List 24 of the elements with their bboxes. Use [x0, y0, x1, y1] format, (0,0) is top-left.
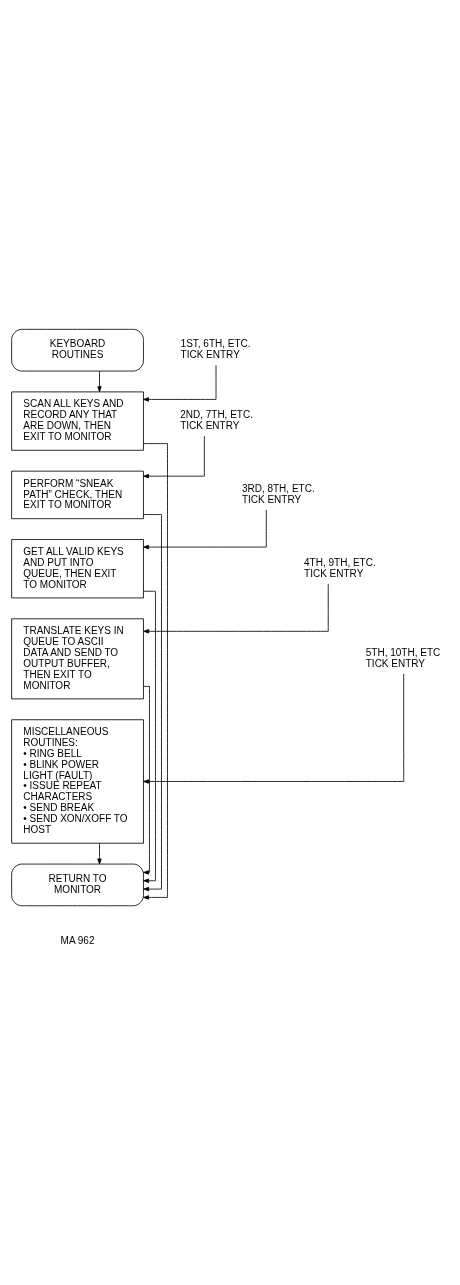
arrow — [97, 370, 102, 392]
arrow — [143, 364, 217, 402]
node-text: 5TH, 10TH, ETC TICK ENTRY — [365, 646, 441, 669]
node-text: 3RD, 8TH, ETC. TICK ENTRY — [241, 482, 315, 505]
node-box: SCAN ALL KEYS AND RECORD ANY THAT ARE DOWN, THEN EXIT TO MONITOR — [11, 391, 144, 451]
arrow — [143, 672, 405, 784]
node-box: KEYBOARD ROUTINES — [11, 328, 144, 371]
arrow — [143, 685, 150, 875]
arrow — [143, 583, 329, 633]
node-text: 2ND, 7TH, ETC. TICK ENTRY — [180, 408, 253, 431]
node-text: 1ST, 6TH, ETC. TICK ENTRY — [180, 337, 251, 360]
arrow — [143, 590, 156, 883]
arrow — [143, 513, 162, 891]
arrow — [143, 509, 267, 549]
node-box: PERFORM “SNEAK PATH” CHECK, THEN EXIT TO MONITOR — [11, 470, 144, 519]
node-box: TRANSLATE KEYS IN QUEUE TO ASCII DATA AND SEND TO OUTPUT BUFFER, THEN EXIT TO MONITOR — [11, 617, 144, 699]
node-box: RETURN TO MONITOR — [11, 863, 144, 906]
arrow — [143, 435, 205, 478]
node-box: MISCELLANEOUS ROUTINES: • RING BELL • BLINK POWER LIGHT (FAULT) • ISSUE REPEAT CHARACTERS • SEND BREAK • SEND XON/XOFF TO HOST — [11, 718, 144, 844]
arrow — [97, 842, 102, 864]
node-box: GET ALL VALID KEYS AND PUT INTO QUEUE, THEN EXIT TO MONITOR — [11, 538, 144, 598]
arrow — [143, 442, 168, 900]
label: MA 962 — [60, 934, 95, 946]
node-text: 4TH, 9TH, ETC. TICK ENTRY — [304, 556, 376, 579]
